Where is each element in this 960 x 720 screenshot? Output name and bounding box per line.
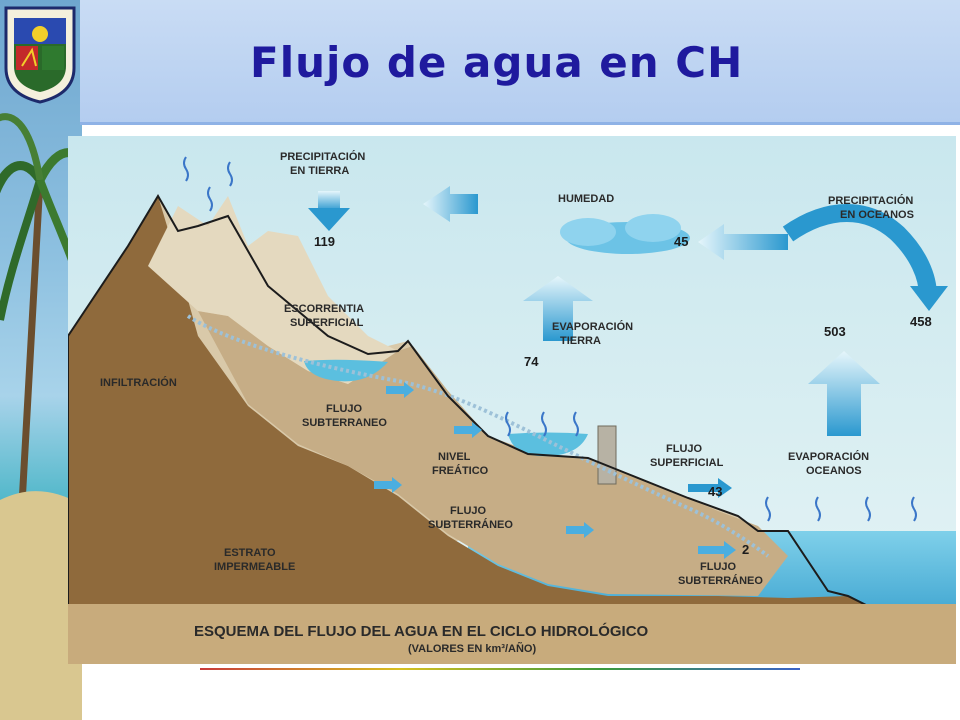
evaporation-squiggles bbox=[183, 156, 917, 522]
label-groundwater-3b: SUBTERRÁNEO bbox=[678, 574, 763, 587]
label-groundwater-2a: FLUJO bbox=[450, 505, 487, 517]
label-groundwater-2b: SUBTERRÁNEO bbox=[428, 518, 513, 531]
value-evap-ocean: 503 bbox=[824, 324, 846, 339]
label-surface-flow-2: SUPERFICIAL bbox=[650, 457, 724, 469]
reservoir bbox=[508, 432, 588, 457]
label-precip-ocean-2: EN OCEANOS bbox=[840, 209, 914, 221]
label-evap-land-2: TIERRA bbox=[560, 335, 601, 347]
aquifer-layer bbox=[198, 311, 788, 596]
value-precip-land: 119 bbox=[314, 234, 335, 249]
value-groundwater-ocean: 2 bbox=[742, 542, 749, 557]
value-evap-land: 74 bbox=[524, 354, 539, 369]
label-impermeable-2: IMPERMEABLE bbox=[214, 561, 295, 573]
precipitation-land-arrow bbox=[308, 191, 350, 231]
impermeable-stratum bbox=[68, 196, 956, 664]
label-precip-land-1: PRECIPITACIÓN bbox=[280, 150, 365, 163]
terrain-outline bbox=[67, 194, 957, 665]
label-water-table-1: NIVEL bbox=[438, 451, 471, 463]
label-groundwater-1b: SUBTERRANEO bbox=[302, 417, 387, 429]
diagram-caption: ESQUEMA DEL FLUJO DEL AGUA EN EL CICLO H… bbox=[194, 622, 649, 640]
label-impermeable-1: ESTRATO bbox=[224, 547, 276, 559]
groundwater-arrows bbox=[374, 382, 736, 559]
slide-title: Flujo de agua en CH bbox=[250, 38, 744, 87]
humidity-arrow bbox=[698, 224, 788, 260]
label-water-table-2: FREÁTICO bbox=[432, 464, 489, 477]
humidity-left-arrow bbox=[423, 186, 478, 222]
precipitation-ocean-arrow bbox=[782, 204, 948, 311]
value-surface-flow: 43 bbox=[708, 484, 722, 499]
label-evap-land-1: EVAPORACIÓN bbox=[552, 320, 633, 333]
label-evap-ocean-1: EVAPORACIÓN bbox=[788, 450, 869, 463]
label-groundwater-1a: FLUJO bbox=[326, 403, 363, 415]
label-groundwater-3a: FLUJO bbox=[700, 561, 737, 573]
header-band bbox=[80, 0, 960, 122]
surface-flow-arrow bbox=[688, 478, 732, 498]
label-runoff-1: ESCORRENTIA bbox=[284, 303, 364, 315]
label-infiltration: INFILTRACIÓN bbox=[100, 376, 177, 389]
humidity-cloud bbox=[560, 214, 690, 254]
diagram-units: (VALORES EN km³/AÑO) bbox=[408, 642, 536, 655]
label-surface-flow-1: FLUJO bbox=[666, 443, 703, 455]
header-divider bbox=[80, 122, 960, 125]
value-precip-ocean: 458 bbox=[910, 314, 932, 329]
label-precip-land-2: EN TIERRA bbox=[290, 165, 349, 177]
caption-band bbox=[68, 604, 956, 664]
label-precip-ocean-1: PRECIPITACIÓN bbox=[828, 194, 913, 207]
label-humidity: HUMEDAD bbox=[558, 193, 614, 205]
footer-color-rule bbox=[200, 668, 800, 670]
label-evap-ocean-2: OCEANOS bbox=[806, 465, 862, 477]
evaporation-ocean-arrow bbox=[808, 351, 880, 436]
university-crest-logo bbox=[2, 4, 78, 104]
label-runoff-2: SUPERFICIAL bbox=[290, 317, 364, 329]
evaporation-land-arrow bbox=[523, 276, 593, 341]
water-table-line bbox=[186, 314, 770, 558]
value-humidity: 45 bbox=[674, 234, 688, 249]
hydrologic-cycle-diagram: PRECIPITACIÓN EN TIERRA 119 HUMEDAD 45 P… bbox=[67, 136, 957, 665]
